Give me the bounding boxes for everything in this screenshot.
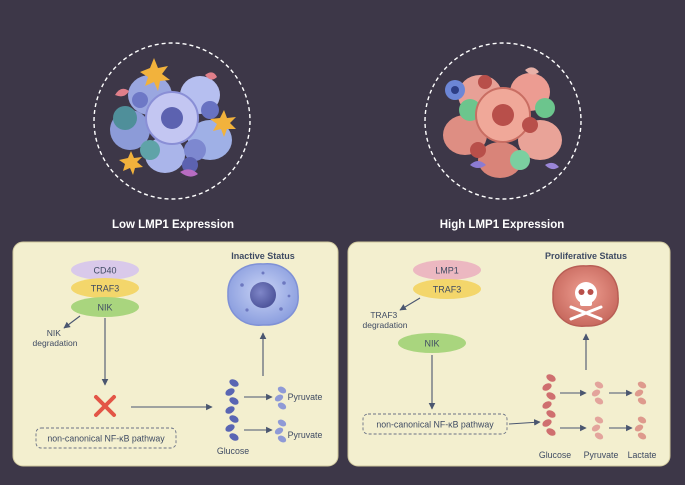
pathway-label-right: non-canonical NF-κB pathway xyxy=(376,420,494,430)
inactive-status-label: Inactive Status xyxy=(231,251,295,261)
proliferative-cell-icon xyxy=(552,265,619,327)
glucose-molecule-right xyxy=(542,374,556,436)
left-heading: Low LMP1 Expression xyxy=(112,219,234,231)
inactive-cell-icon xyxy=(227,263,299,326)
traf3-degradation-line2: degradation xyxy=(363,320,408,330)
traf3-degradation-arrow xyxy=(399,297,421,311)
glucose-label-left: Glucose xyxy=(217,446,249,456)
pathway-label-left: non-canonical NF-κB pathway xyxy=(47,434,165,444)
lmp1-label: LMP1 xyxy=(435,266,459,276)
low-cluster-cells xyxy=(110,58,236,177)
high-cluster-cells xyxy=(443,67,562,178)
low-expression-tumor-cluster xyxy=(93,42,251,200)
pyruvate-label-top-left: Pyruvate xyxy=(288,392,323,402)
traf3-label-left: TRAF3 xyxy=(91,284,120,294)
glucose-molecule-left xyxy=(225,379,239,441)
pathway-box-right xyxy=(362,413,508,435)
lmp1-shape xyxy=(413,260,481,280)
nik-degradation-arrow xyxy=(63,315,81,329)
pyruvate-label-right: Pyruvate xyxy=(584,450,619,460)
nik-label-right: NIK xyxy=(424,339,439,349)
lactate-molecule-bottom xyxy=(634,416,647,440)
traf3-shape-left xyxy=(71,278,139,298)
right-heading: High LMP1 Expression xyxy=(440,219,565,231)
pyruvate-molecule-top-right xyxy=(591,381,604,405)
nik-shape-left xyxy=(71,297,139,317)
blocked-x-icon xyxy=(94,395,116,417)
lactate-molecule-top xyxy=(634,381,647,405)
nik-degradation-label: NIK degradation xyxy=(33,328,78,348)
pathway-to-glucose-arrow xyxy=(508,419,541,426)
nik-degradation-line1: NIK xyxy=(47,328,62,338)
pyruvate-molecule-bottom-right xyxy=(591,416,604,440)
traf3-shape-right xyxy=(413,279,481,299)
lactate-label: Lactate xyxy=(628,450,657,460)
pathway-box-left xyxy=(35,427,177,449)
pyruvate-molecule-top-left xyxy=(274,386,287,410)
traf3-degradation-line1: TRAF3 xyxy=(370,310,397,320)
right-panel xyxy=(347,241,671,467)
traf3-label-right: TRAF3 xyxy=(433,285,462,295)
nik-label-left: NIK xyxy=(97,303,112,313)
skull-crossbones-icon xyxy=(569,282,603,321)
proliferative-status-label: Proliferative Status xyxy=(545,251,627,261)
glucose-label-right: Glucose xyxy=(539,450,571,460)
nik-degradation-line2: degradation xyxy=(33,338,78,348)
high-expression-tumor-cluster xyxy=(424,42,582,200)
traf3-degradation-label: TRAF3 degradation xyxy=(363,310,408,330)
cd40-label: CD40 xyxy=(93,266,116,276)
cd40-shape xyxy=(71,260,139,280)
pyruvate-molecule-bottom-left xyxy=(274,419,287,443)
nik-shape-right xyxy=(398,333,466,353)
pyruvate-label-bottom-left: Pyruvate xyxy=(288,430,323,440)
